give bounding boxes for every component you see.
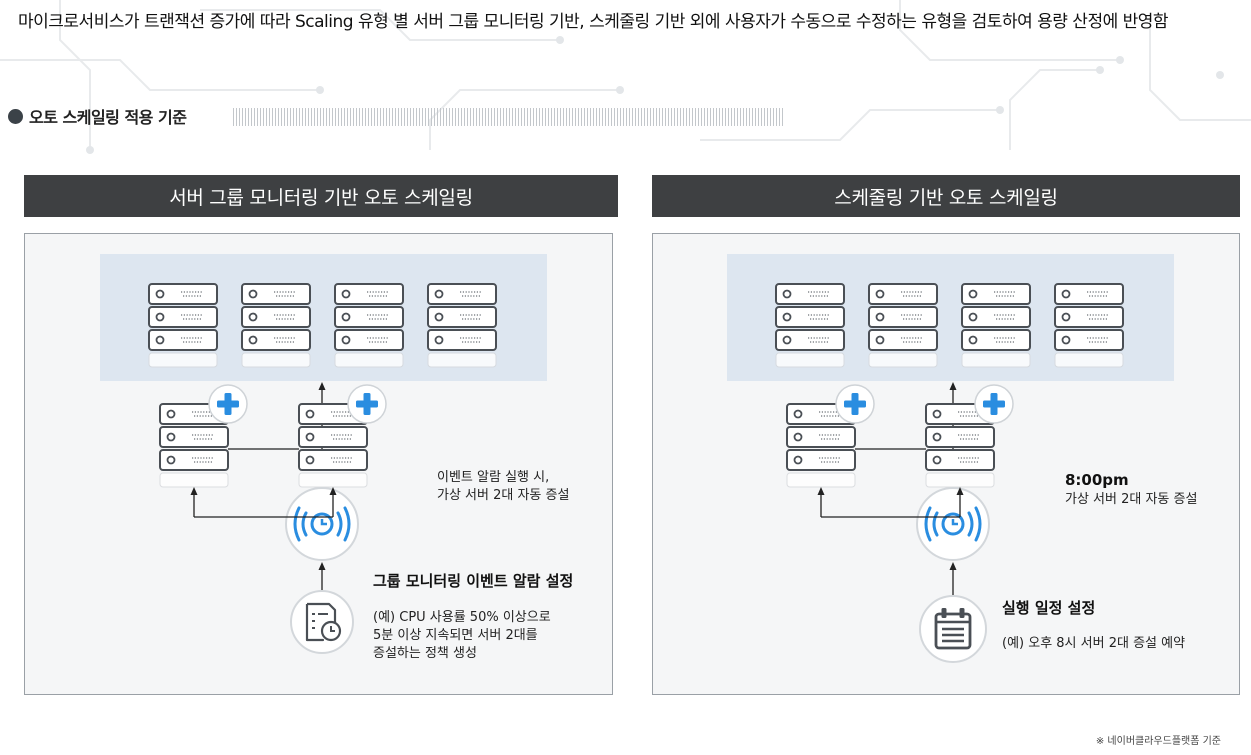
panel-monitoring: 이벤트 알람 실행 시, 가상 서버 2대 자동 증설 그룹 모니터링 이벤트 … bbox=[24, 233, 613, 695]
bullet-icon bbox=[8, 108, 23, 124]
arrow-head bbox=[949, 382, 957, 390]
section-title: 오토 스케일링 적용 기준 bbox=[29, 108, 187, 127]
scheduling-diagram bbox=[727, 254, 1174, 663]
panel-scheduling: 8:00pm 가상 서버 2대 자동 증설 실행 일정 설정 (예) 오후 8시… bbox=[652, 233, 1240, 695]
event-time: 8:00pm bbox=[1065, 471, 1129, 489]
server-icon bbox=[427, 283, 497, 368]
server-icon bbox=[148, 283, 218, 368]
section-heading: 오토 스케일링 적용 기준 bbox=[8, 104, 187, 128]
arrow-head bbox=[190, 487, 198, 495]
setting-description-line: 증설하는 정책 생성 bbox=[373, 646, 477, 661]
arrow-head bbox=[817, 487, 825, 495]
plus-icon bbox=[208, 384, 248, 424]
server-icon bbox=[925, 403, 995, 488]
server-icon bbox=[334, 283, 404, 368]
setting-description-line: 5분 이상 지속되면 서버 2대를 bbox=[373, 628, 538, 643]
arrow-head bbox=[956, 487, 964, 495]
event-caption-line: 가상 서버 2대 자동 증설 bbox=[437, 488, 570, 503]
server-icon bbox=[961, 283, 1031, 368]
event-caption: 이벤트 알람 실행 시, 가상 서버 2대 자동 증설 bbox=[437, 469, 569, 505]
timer-icon bbox=[916, 487, 990, 561]
section-divider bbox=[233, 108, 783, 126]
plus-icon bbox=[835, 384, 875, 424]
setting-description: (예) CPU 사용률 50% 이상으로 5분 이상 지속되면 서버 2대를 증… bbox=[373, 609, 551, 663]
timer-icon bbox=[285, 487, 359, 561]
panel-title-monitoring: 서버 그룹 모니터링 기반 오토 스케일링 bbox=[24, 175, 618, 217]
event-caption: 가상 서버 2대 자동 증설 bbox=[1065, 492, 1198, 507]
panel-title-scheduling: 스케줄링 기반 오토 스케일링 bbox=[652, 175, 1240, 217]
server-icon bbox=[868, 283, 938, 368]
footnote: ※ 네이버클라우드플랫폼 기준 bbox=[1095, 736, 1221, 747]
arrow-head bbox=[318, 382, 326, 390]
calendar-icon bbox=[919, 595, 987, 663]
intro-text: 마이크로서비스가 트랜잭션 증가에 따라 Scaling 유형 별 서버 그룹 … bbox=[18, 12, 1169, 32]
setting-description-line: (예) CPU 사용률 50% 이상으로 bbox=[373, 610, 551, 625]
setting-title: 그룹 모니터링 이벤트 알람 설정 bbox=[373, 572, 574, 590]
server-icon bbox=[775, 283, 845, 368]
plus-icon bbox=[974, 384, 1014, 424]
setting-title: 실행 일정 설정 bbox=[1002, 599, 1096, 617]
arrow-head bbox=[318, 562, 326, 570]
setting-description: (예) 오후 8시 서버 2대 증설 예약 bbox=[1002, 636, 1186, 651]
policy-document-icon bbox=[290, 590, 354, 654]
event-caption-line: 이벤트 알람 실행 시, bbox=[437, 470, 550, 485]
arrow-head bbox=[949, 562, 957, 570]
arrow-head bbox=[329, 487, 337, 495]
server-icon bbox=[241, 283, 311, 368]
monitoring-diagram bbox=[100, 254, 547, 654]
server-icon bbox=[1054, 283, 1124, 368]
server-icon bbox=[298, 403, 368, 488]
plus-icon bbox=[347, 384, 387, 424]
